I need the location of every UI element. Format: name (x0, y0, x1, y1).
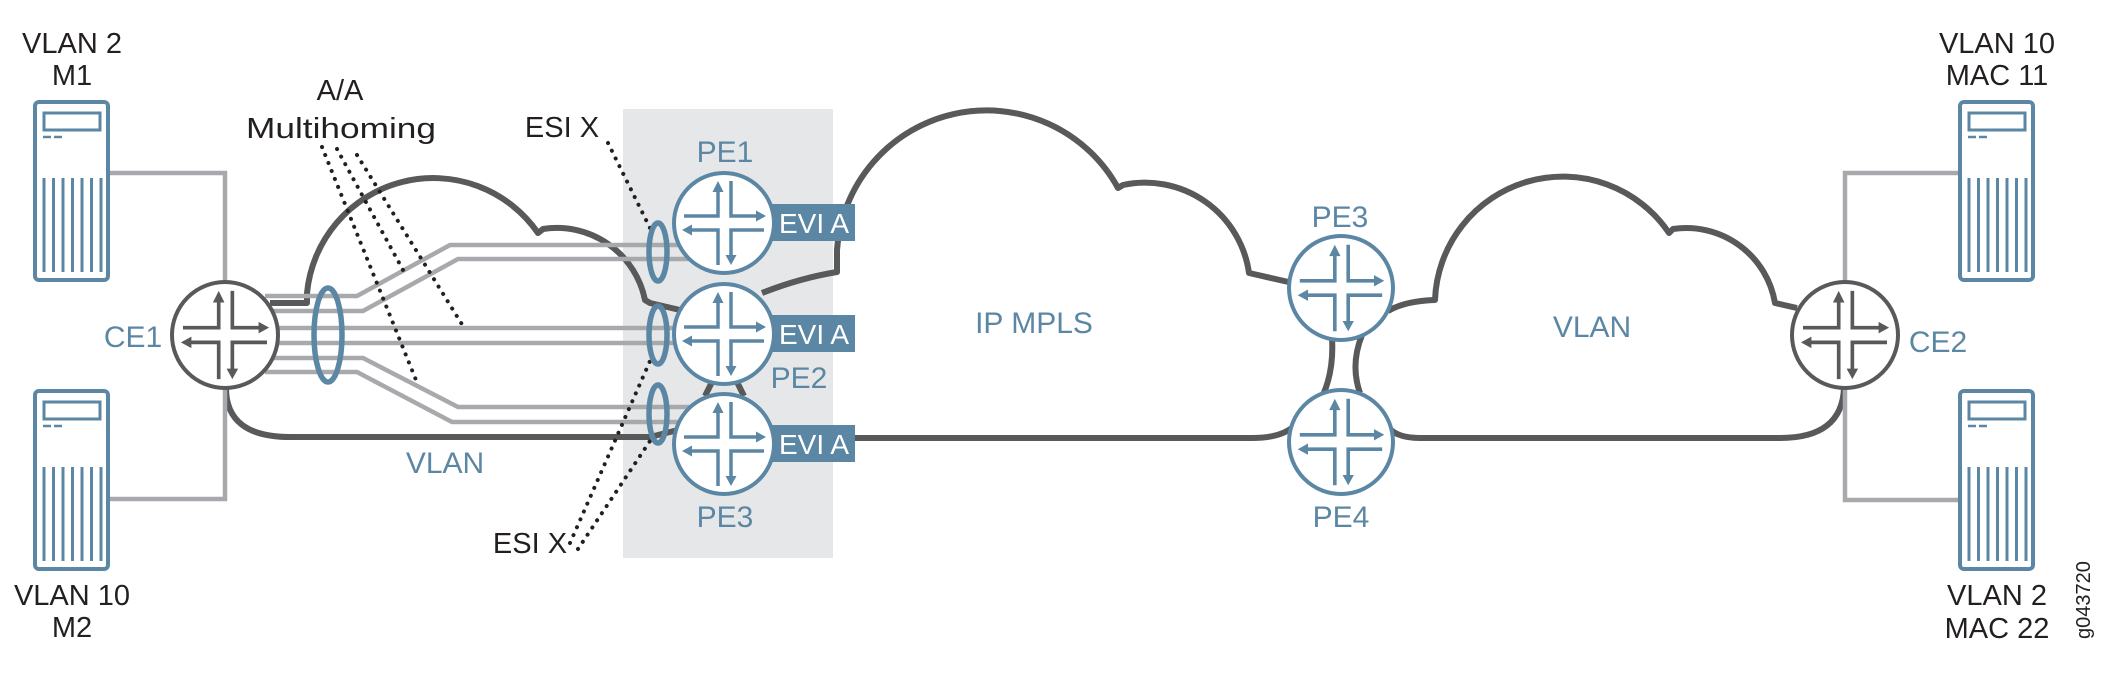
cloud-left-bottom-outline (223, 387, 679, 440)
host-top-left-vlan: VLAN 2 (22, 28, 122, 60)
link-ce1-pe3-b (265, 369, 700, 425)
cloud-left-top-outline (270, 175, 681, 313)
cloud-label-left: VLAN (406, 447, 484, 480)
cloud-right-bottom-outline (1389, 387, 1847, 441)
link-host-bottom-right-ce2 (1842, 387, 1958, 503)
router-pe3-remote (1287, 234, 1395, 342)
evi-label-pe3: EVI A (779, 429, 849, 460)
link-host-bottom-left-ce1 (110, 387, 228, 502)
router-ce1 (170, 280, 280, 390)
cloud-right-top-outline (1386, 173, 1798, 314)
host-top-left-mac: M1 (52, 60, 92, 92)
server-icon-top-left (33, 100, 110, 282)
multihoming-callout-lines (320, 145, 465, 387)
cloud-core-bottom-outline (855, 424, 1295, 441)
esi-top-callout-line (606, 141, 652, 230)
router-ce2 (1790, 280, 1900, 390)
figure-id-label: g043720 (2073, 561, 2095, 639)
router-body (672, 171, 776, 275)
router-label-pe1: PE1 (697, 136, 754, 169)
link-host-top-left-ce1 (110, 170, 228, 283)
evi-label-pe2: EVI A (779, 319, 849, 350)
host-top-right-mac: MAC 11 (1946, 60, 2049, 92)
multihoming-label-line1: A/A (317, 75, 364, 107)
host-bottom-left-vlan: VLAN 10 (14, 580, 130, 612)
cloud-core-edge-between-pe3-pe4 (1320, 337, 1336, 397)
router-body (672, 392, 776, 496)
router-label-ce2: CE2 (1909, 326, 1967, 359)
cloud-right-vlan (1352, 173, 1847, 441)
esi-ring-pe3 (646, 382, 670, 446)
router-body (1287, 388, 1395, 496)
router-label-pe2: PE2 (771, 362, 828, 395)
host-bottom-right-mac: MAC 22 (1945, 613, 2050, 645)
evi-tag-pe3 (765, 425, 855, 462)
evi-tag-pe1 (765, 204, 855, 241)
cloud-right-left-edge (1352, 333, 1365, 395)
router-label-pe3-multihomed: PE3 (697, 501, 754, 534)
router-body (672, 282, 776, 386)
host-bottom-left-mac: M2 (52, 612, 92, 644)
lag-ring-ce1 (311, 285, 345, 385)
router-label-pe3-remote: PE3 (1312, 201, 1369, 234)
evi-tag-pe2 (765, 315, 855, 352)
evi-label-pe1: EVI A (779, 208, 849, 239)
router-label-ce1: CE1 (104, 321, 162, 354)
router-body (1287, 234, 1395, 342)
router-pe3-multihomed (672, 392, 776, 496)
cloud-label-right: VLAN (1553, 311, 1631, 344)
router-pe1 (672, 171, 776, 275)
callout-line (355, 153, 465, 328)
router-label-pe4: PE4 (1313, 501, 1370, 534)
esi-label-bottom: ESI X (493, 528, 567, 560)
router-body (1790, 280, 1900, 390)
server-icon-bottom-right (1958, 389, 2035, 571)
cloud-left-edge-between-pe2-pe3 (702, 380, 715, 398)
server-icon-top-right (1958, 100, 2035, 282)
cloud-core-top-outline (760, 107, 1294, 296)
host-bottom-right-vlan: VLAN 2 (1947, 580, 2047, 612)
esi-bottom-callout-line (568, 359, 652, 545)
callout-line (320, 145, 420, 387)
cloud-core-edge-between-pe2-pe3 (734, 380, 747, 398)
link-host-top-right-ce2 (1842, 170, 1958, 283)
esi-label-top: ESI X (525, 112, 599, 144)
router-pe2 (672, 282, 776, 386)
esi-ring-pe2 (646, 303, 670, 367)
multihoming-label-line2: Multihoming (246, 113, 436, 145)
router-pe4 (1287, 388, 1395, 496)
callout-line (335, 147, 405, 272)
cloud-label-core: IP MPLS (975, 307, 1093, 340)
router-body (170, 280, 280, 390)
cloud-left-vlan (223, 175, 715, 440)
esi-ring-pe1 (646, 220, 670, 284)
host-top-right-vlan: VLAN 10 (1939, 28, 2055, 60)
server-icon-bottom-left (33, 389, 110, 571)
